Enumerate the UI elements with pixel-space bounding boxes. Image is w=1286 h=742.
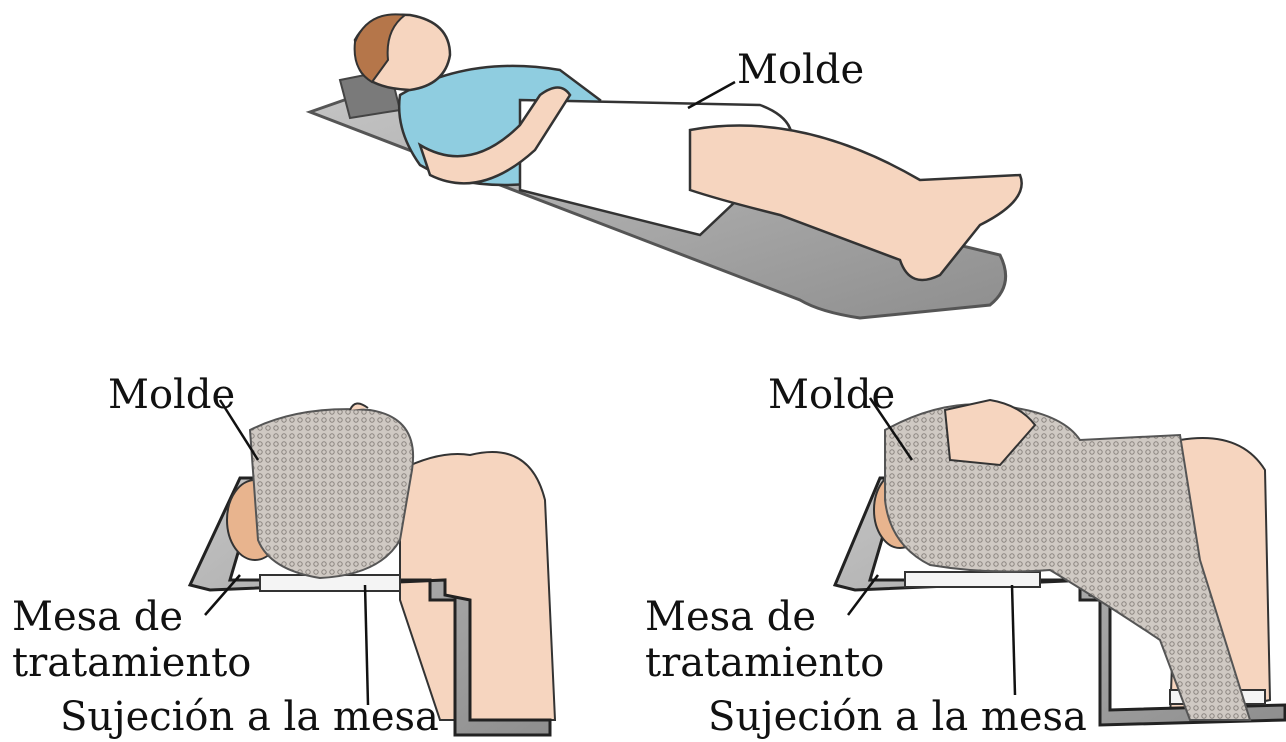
label-mesa-left-1: Mesa de xyxy=(12,594,183,640)
label-molde-top: Molde xyxy=(737,47,864,93)
label-sujecion-left: Sujeción a la mesa xyxy=(60,694,439,740)
label-mesa-right-1: Mesa de xyxy=(645,594,816,640)
label-molde-left: Molde xyxy=(108,372,235,418)
label-mesa-left-2: tratamiento xyxy=(12,640,251,686)
label-sujecion-right: Sujeción a la mesa xyxy=(708,694,1087,740)
shoulder-left xyxy=(400,452,555,720)
label-mesa-right-2: tratamiento xyxy=(645,640,884,686)
full-body-illustration xyxy=(310,14,1022,318)
head-shoulder-mask-illustration xyxy=(835,398,1285,725)
label-molde-right: Molde xyxy=(768,372,895,418)
head-mask-mesh xyxy=(250,409,413,578)
